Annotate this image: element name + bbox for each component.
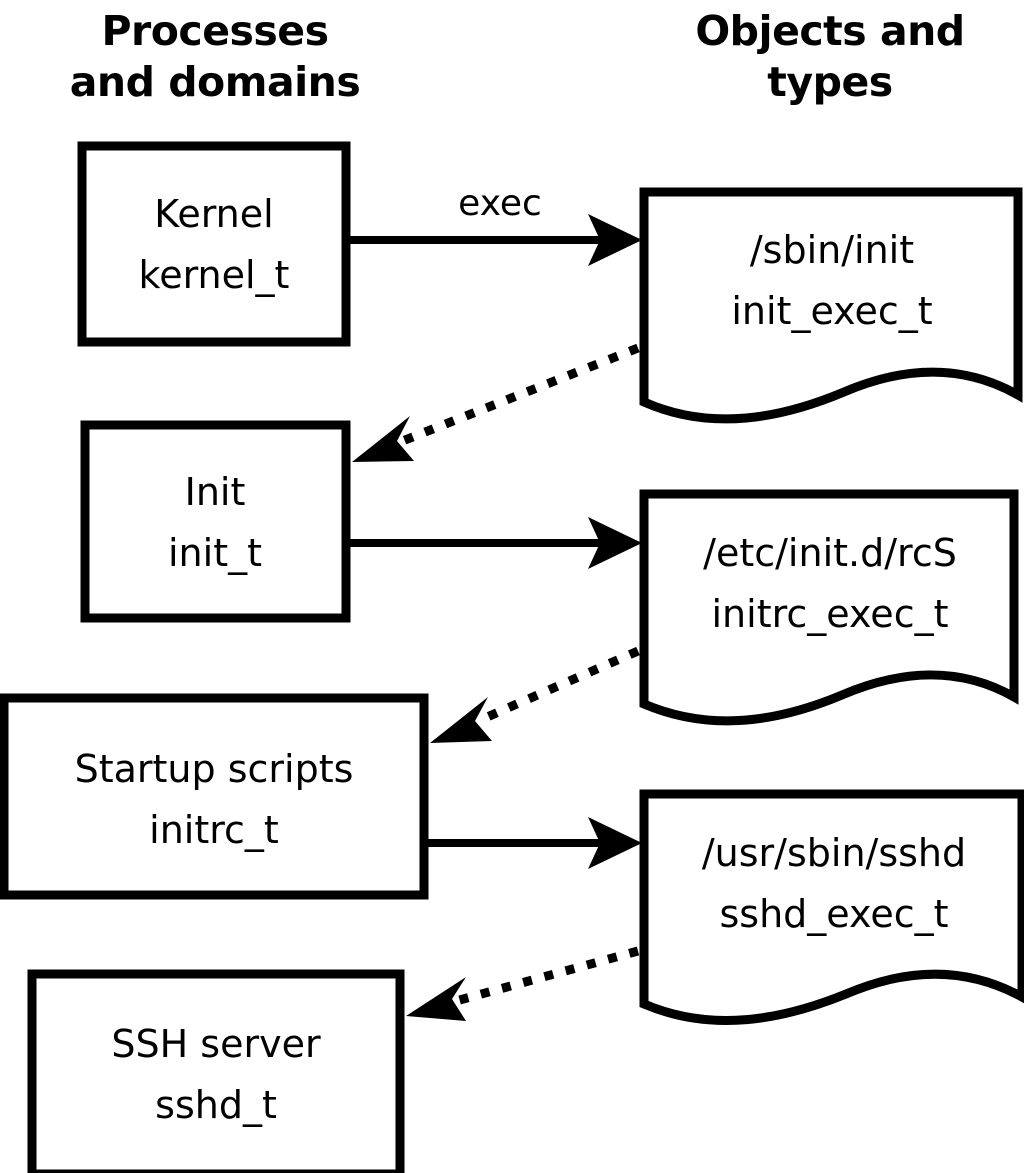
arrowhead-initrc-transition <box>430 697 492 743</box>
process-node-sshd-line1: SSH server <box>111 1022 321 1066</box>
process-node-initrc[interactable]: Startup scripts initrc_t <box>0 693 429 900</box>
edge-initrc-exec-sshd-exec <box>428 817 642 869</box>
column-header-processes-line1: Processes <box>101 7 328 55</box>
object-node-initrc-exec-document-shape[interactable] <box>639 489 1019 726</box>
column-header-processes-line2: and domains <box>70 58 361 106</box>
object-node-sshd-exec[interactable]: /usr/sbin/sshd sshd_exec_t <box>639 789 1024 1025</box>
edge-init-exec-transition-init <box>352 343 640 462</box>
column-header-processes: Processes and domains <box>70 7 361 106</box>
edge-init-exec-initrc-exec <box>350 517 642 569</box>
object-node-sshd-exec-line1: /usr/sbin/sshd <box>702 831 966 875</box>
process-node-kernel-line1: Kernel <box>154 192 273 236</box>
process-node-init-line2: init_t <box>168 531 262 575</box>
object-node-init-exec-line2: init_exec_t <box>731 289 932 333</box>
object-node-init-exec-document-shape[interactable] <box>639 187 1023 424</box>
edge-label-exec: exec <box>458 183 542 224</box>
process-node-kernel-box[interactable] <box>77 141 351 347</box>
object-node-sshd-exec-document-shape[interactable] <box>639 789 1024 1025</box>
column-header-objects-line1: Objects and <box>695 7 964 55</box>
object-node-init-exec-line1: /sbin/init <box>750 228 914 272</box>
process-node-kernel-line2: kernel_t <box>139 253 290 297</box>
process-node-init[interactable]: Init init_t <box>80 420 351 623</box>
process-node-sshd-line2: sshd_t <box>155 1083 277 1127</box>
object-node-initrc-exec-line2: initrc_exec_t <box>712 592 949 636</box>
object-node-sshd-exec-line2: sshd_exec_t <box>719 892 948 936</box>
edge-line-init-transition <box>398 343 640 447</box>
arrowhead-kernel-exec <box>588 214 642 266</box>
arrowhead-init-exec <box>588 517 642 569</box>
edge-line-initrc-transition <box>476 646 640 726</box>
edge-kernel-exec-init-exec: exec <box>350 183 642 266</box>
object-node-init-exec[interactable]: /sbin/init init_exec_t <box>639 187 1023 424</box>
process-node-init-box[interactable] <box>80 420 351 623</box>
arrowhead-sshd-transition <box>406 977 466 1021</box>
arrowhead-init-transition <box>352 416 414 462</box>
process-node-kernel[interactable]: Kernel kernel_t <box>77 141 351 347</box>
column-header-objects-line2: types <box>767 58 892 106</box>
process-node-init-line1: Init <box>185 470 246 514</box>
column-header-objects: Objects and types <box>695 7 965 106</box>
object-node-initrc-exec-line1: /etc/init.d/rcS <box>703 531 957 575</box>
edge-initrc-exec-transition-initrc <box>430 646 640 743</box>
process-node-initrc-box[interactable] <box>0 693 429 900</box>
edge-sshd-exec-transition-sshd <box>406 946 640 1021</box>
edge-line-sshd-transition <box>454 946 640 1006</box>
arrowhead-initrc-exec <box>588 817 642 869</box>
process-node-sshd-box[interactable] <box>27 969 405 1173</box>
process-node-sshd[interactable]: SSH server sshd_t <box>27 969 405 1173</box>
process-node-initrc-line1: Startup scripts <box>75 747 354 791</box>
process-node-initrc-line2: initrc_t <box>149 808 279 852</box>
object-node-initrc-exec[interactable]: /etc/init.d/rcS initrc_exec_t <box>639 489 1019 726</box>
